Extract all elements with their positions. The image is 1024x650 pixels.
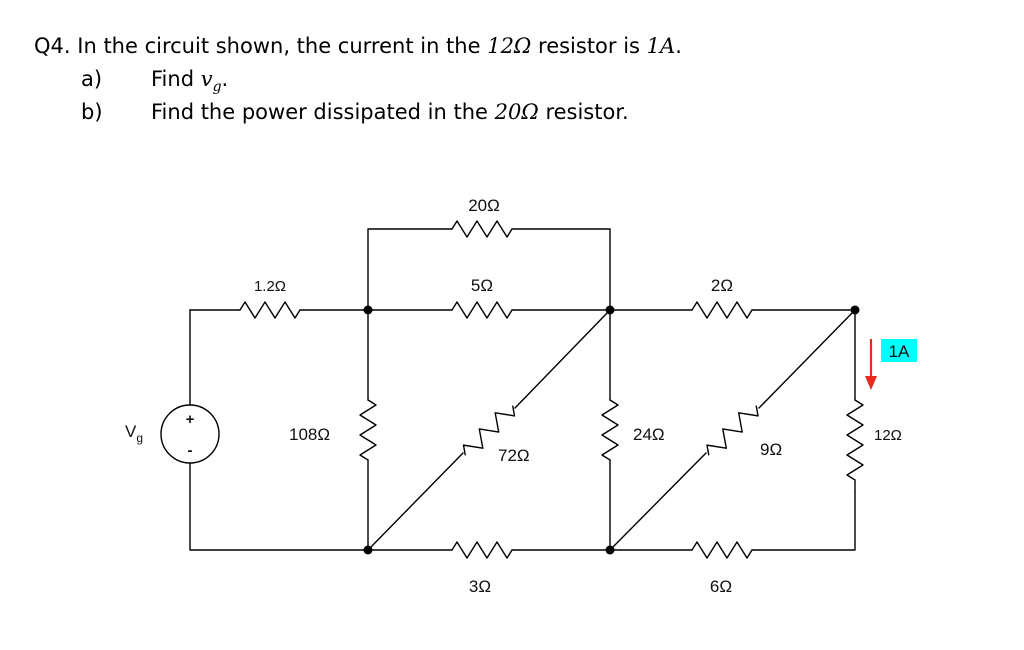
resistor-108-zigzag: [359, 399, 377, 461]
label-r2: 2Ω: [711, 276, 733, 295]
question-stem: Q4. In the circuit shown, the current in…: [34, 30, 994, 63]
label-r3: 3Ω: [469, 577, 491, 596]
wire-top-right: [511, 228, 611, 311]
resistor-6-zigzag: [691, 541, 753, 559]
node-1: [363, 305, 373, 315]
resistor-108: [359, 399, 377, 461]
resistor-6: [691, 541, 753, 559]
wire-9-upper: [758, 309, 856, 409]
part-a-var: v: [200, 67, 213, 91]
wire-top-left: [367, 228, 453, 311]
part-b: b) Find the power dissipated in the 20Ω …: [34, 96, 994, 129]
question-number: Q4.: [34, 34, 71, 58]
part-a-end: .: [221, 67, 229, 91]
resistor-1-2: [239, 301, 301, 319]
part-b-label: b): [81, 100, 103, 124]
label-r20: 20Ω: [468, 196, 500, 215]
circuit-wires: [189, 228, 856, 551]
node-3: [850, 305, 860, 315]
current-label: 1A: [889, 342, 910, 361]
resistor-2-zigzag: [691, 301, 753, 319]
label-r108: 108Ω: [289, 425, 330, 444]
resistor-1-2-zigzag: [239, 301, 301, 319]
stem-resistance: 12Ω: [487, 34, 532, 58]
resistor-3: [451, 541, 513, 559]
resistor-5-zigzag: [451, 301, 513, 319]
wire-72-lower: [367, 452, 464, 551]
part-a-text: Find: [151, 67, 201, 91]
part-a-sub: g: [212, 79, 222, 96]
voltage-source: + - Vg: [125, 404, 220, 464]
question-text: Q4. In the circuit shown, the current in…: [34, 30, 994, 129]
source-minus: -: [188, 442, 193, 459]
circuit-nodes: [363, 305, 860, 555]
stem-current: 1A: [646, 34, 676, 58]
resistor-20: [451, 220, 513, 238]
source-label: Vg: [125, 422, 143, 445]
node-5: [605, 545, 615, 555]
node-2: [605, 305, 615, 315]
part-a-label: a): [81, 67, 103, 91]
label-r72: 72Ω: [498, 446, 530, 465]
label-r6: 6Ω: [710, 577, 732, 596]
part-b-end: resistor.: [538, 100, 629, 124]
stem-text-3: .: [675, 34, 682, 58]
label-r12: 12Ω: [874, 427, 902, 444]
label-r24: 24Ω: [633, 425, 665, 444]
resistor-12: [846, 399, 864, 493]
resistor-9: [706, 405, 759, 456]
source-plus: +: [186, 411, 195, 428]
wire-72-upper: [514, 309, 611, 409]
voltage-source-circle: [160, 404, 220, 464]
resistor-2: [691, 301, 753, 319]
resistor-20-zigzag: [451, 220, 513, 238]
stem-text-1: In the circuit shown, the current in the: [77, 34, 488, 58]
label-r5: 5Ω: [471, 276, 493, 295]
resistor-labels: 20Ω 5Ω 1.2Ω 2Ω 108Ω 72Ω 24Ω 9Ω 12Ω 3Ω 6Ω: [254, 196, 902, 596]
part-b-resistance: 20Ω: [494, 100, 539, 124]
wire-9-lower: [609, 452, 707, 551]
resistor-24: [601, 399, 619, 461]
resistor-24-zigzag: [601, 399, 619, 461]
resistor-5: [451, 301, 513, 319]
resistor-3-zigzag: [451, 541, 513, 559]
wire-source-bottom: [189, 462, 453, 551]
label-r9: 9Ω: [760, 440, 782, 459]
part-a: a) Find vg.: [34, 63, 994, 96]
resistor-12-zigzag: [846, 399, 864, 493]
resistor-9-zigzag: [706, 405, 759, 456]
resistor-72: [462, 405, 516, 456]
part-b-text: Find the power dissipated in the: [151, 100, 495, 124]
wire-6-to-12: [751, 491, 856, 551]
label-r1-2: 1.2Ω: [254, 278, 286, 295]
resistor-72-zigzag: [462, 405, 516, 456]
current-indicator: 1A: [865, 339, 917, 390]
stem-text-2: resistor is: [531, 34, 647, 58]
current-arrow-head: [865, 376, 877, 390]
current-label-highlight: [881, 339, 917, 362]
node-4: [363, 545, 373, 555]
